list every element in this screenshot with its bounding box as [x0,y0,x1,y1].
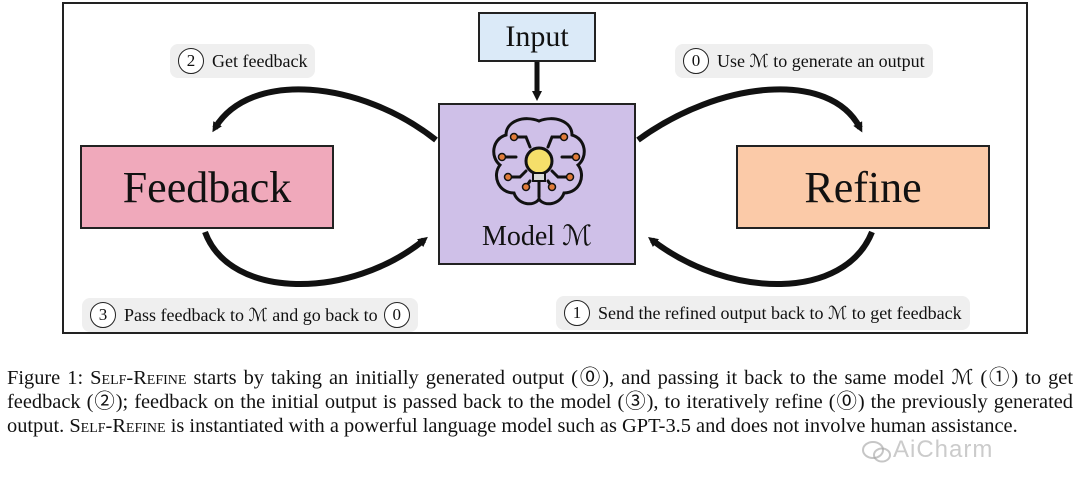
input-box: Input [478,12,596,62]
step-generate-output: 0 Use ℳ to generate an output [675,44,933,78]
brain-lightbulb-icon [492,117,586,206]
step-text: Use ℳ to generate an output [717,50,925,71]
arrow-feedback-to-model [202,230,428,288]
watermark: AiCharm [893,436,994,463]
arrow-model-to-feedback [212,86,438,143]
input-label: Input [505,20,569,53]
caption-method-name: Self-Refine [69,415,166,437]
model-label: Model ℳ [481,221,593,252]
step-number: 2 [178,48,204,74]
model-box: Model ℳ [438,103,636,265]
caption-body: starts by taking an initially generated … [7,367,1073,437]
step-send-refined-output: 1 Send the refined output back to ℳ to g… [556,296,970,330]
step-text: Send the refined output back to ℳ to get… [598,302,962,323]
arrow-model-to-refine [636,86,863,143]
refine-box: Refine [736,145,990,229]
feedback-box: Feedback [80,145,334,229]
step-get-feedback: 2 Get feedback [170,44,316,78]
caption-method-name: Self-Refine [90,367,187,389]
figure-frame [62,2,1028,334]
arrow-refine-to-model [648,230,875,288]
feedback-label: Feedback [122,162,292,212]
caption-body-end: is instantiated with a powerful language… [165,415,1018,437]
step-number-return: 0 [383,302,410,328]
step-text: Pass feedback to ℳ and go back to [124,304,378,325]
lightbulb-icon [524,146,554,176]
step-number: 1 [564,300,590,326]
step-number: 3 [90,302,116,328]
step-number: 0 [683,48,709,74]
step-text: Get feedback [212,50,308,71]
wechat-icon [862,441,891,463]
refine-label: Refine [804,162,922,212]
figure-caption: Figure 1: Self-Refine starts by taking a… [7,366,1073,438]
step-pass-feedback: 3 Pass feedback to ℳ and go back to 0 [82,298,418,332]
caption-prefix: Figure 1: [7,367,91,389]
arrows-layer [202,62,875,288]
